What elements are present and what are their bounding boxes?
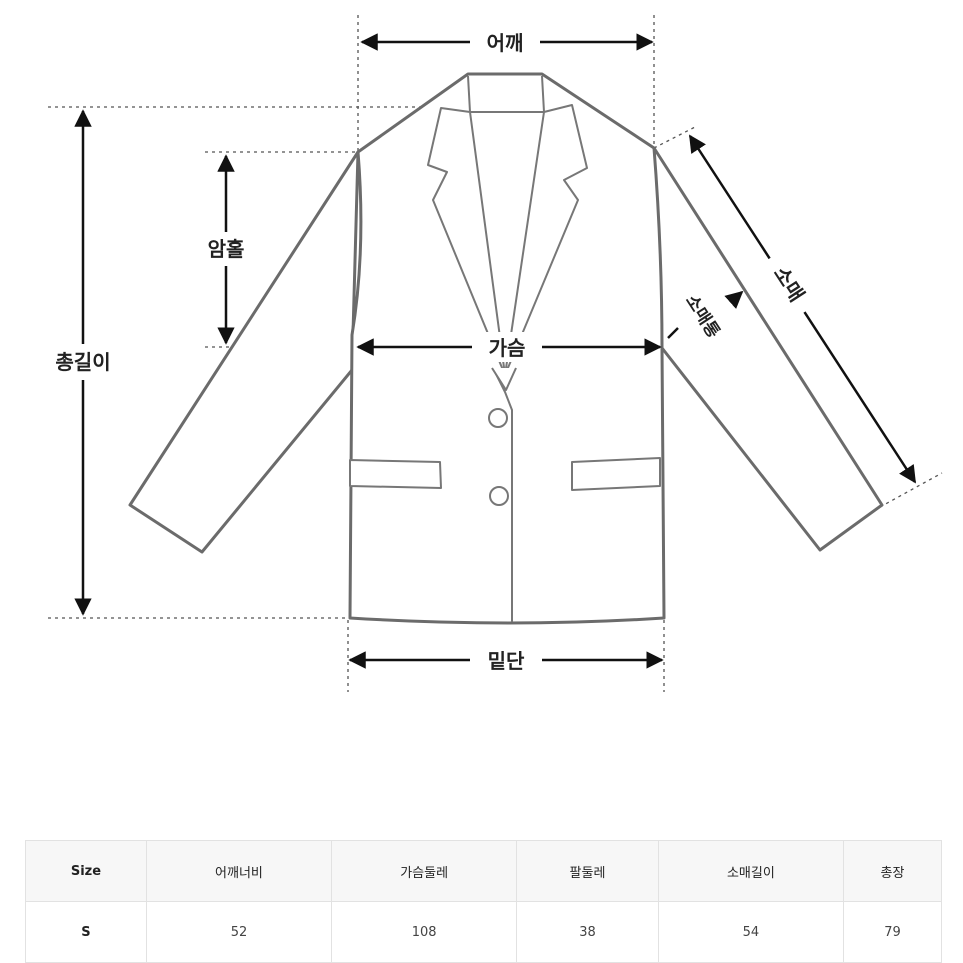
cell-sleeve-length: 54 <box>657 901 844 963</box>
table-row: S 52 108 38 54 79 <box>25 901 943 963</box>
header-chest: 가슴둘레 <box>331 840 518 902</box>
chest-measure: 가슴 <box>356 332 662 362</box>
button-bottom <box>489 486 509 506</box>
left-sleeve <box>128 150 360 554</box>
header-shoulder-width: 어깨너비 <box>145 840 333 902</box>
left-pocket <box>349 459 442 489</box>
hem-measure: 밑단 <box>348 645 664 675</box>
header-sleeve-length: 소매길이 <box>657 840 844 902</box>
header-arm: 팔둘레 <box>516 840 659 902</box>
collar-back <box>467 75 545 113</box>
header-size: Size <box>25 840 147 902</box>
right-sleeve <box>652 146 884 552</box>
cell-total-length: 79 <box>842 901 943 963</box>
button-top <box>488 408 508 428</box>
chest-label: 가슴 <box>489 336 526 360</box>
armhole-label: 암홀 <box>208 237 245 261</box>
cell-chest: 108 <box>331 901 518 963</box>
shoulder-measure: 어깨 <box>360 28 654 56</box>
hem-label: 밑단 <box>488 649 525 673</box>
notch <box>491 367 517 391</box>
right-pocket <box>571 457 661 491</box>
header-total-length: 총장 <box>842 840 943 902</box>
left-lapel <box>427 107 506 376</box>
guide-lines <box>48 15 943 692</box>
armhole-measure: 암홀 <box>196 154 256 345</box>
cell-arm: 38 <box>516 901 659 963</box>
size-table: Size 어깨너비 가슴둘레 팔둘레 소매길이 총장 S 52 108 38 5… <box>25 840 943 963</box>
table-header-row: Size 어깨너비 가슴둘레 팔둘레 소매길이 총장 <box>25 840 943 902</box>
jacket-measurement-diagram: 어깨 암홀 총길이 가슴 밑단 소매 소매통 <box>42 15 943 692</box>
total-length-measure: 총길이 <box>42 109 124 616</box>
cell-size: S <box>25 901 147 963</box>
shoulder-label: 어깨 <box>487 31 524 55</box>
total-length-label: 총길이 <box>55 350 110 374</box>
cell-shoulder-width: 52 <box>145 901 333 963</box>
